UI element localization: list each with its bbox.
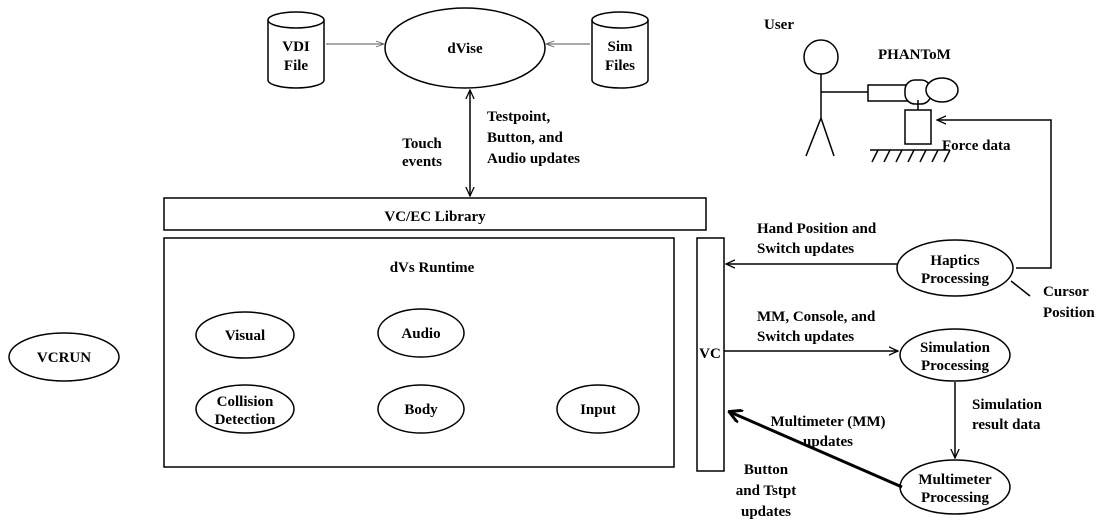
input-label: Input (580, 402, 616, 418)
force-data-label: Force data (942, 138, 1011, 154)
audio-node: Audio (377, 308, 465, 358)
cursor-position-label-2: Position (1043, 305, 1095, 321)
cursor-position-label-1: Cursor (1043, 284, 1089, 300)
testpoint-label-3: Audio updates (487, 151, 580, 167)
multimeter-label-2: Processing (921, 490, 990, 506)
vc-ec-library-bar: VC/EC Library (163, 197, 707, 231)
user-figure: User (764, 17, 868, 157)
collision-label-1: Collision (217, 394, 274, 410)
hand-position-label-2: Switch updates (757, 241, 854, 257)
multimeter-processing-node: Multimeter Processing (899, 459, 1011, 515)
button-tstpt-label-3: updates (741, 504, 791, 520)
vc-ec-library-label: VC/EC Library (384, 209, 486, 225)
simulation-processing-node: Simulation Processing (899, 328, 1011, 382)
vc-bar: VC (696, 237, 725, 472)
cursor-position-line (1010, 280, 1031, 297)
testpoint-label-2: Button, and (487, 130, 564, 146)
multimeter-to-vc-arrow (730, 412, 903, 489)
button-tstpt-label-1: Button (744, 462, 789, 478)
sim-files-label-1: Sim (607, 39, 633, 55)
hand-position-label-1: Hand Position and (757, 221, 877, 237)
visual-label: Visual (225, 328, 265, 344)
phantom-label: PHANToM (878, 47, 951, 63)
touch-events-label-1: Touch (402, 136, 442, 152)
force-data-arrow (937, 120, 1052, 269)
user-label: User (764, 17, 794, 33)
vcrun-node: VCRUN (8, 332, 120, 382)
haptics-processing-node: Haptics Processing (896, 239, 1014, 297)
multimeter-updates-label-1: Multimeter (MM) (770, 414, 885, 430)
collision-label-2: Detection (215, 412, 276, 428)
phantom-device (867, 77, 959, 163)
body-node: Body (377, 384, 465, 434)
vdi-file-label-1: VDI (282, 39, 310, 55)
vdi-file-label-2: File (284, 58, 308, 74)
testpoint-label-1: Testpoint, (487, 109, 550, 125)
body-label: Body (404, 402, 438, 418)
haptics-label-2: Processing (921, 271, 990, 287)
dvs-runtime-label: dVs Runtime (390, 260, 475, 276)
touch-events-label-2: events (402, 154, 442, 170)
simulation-label-1: Simulation (920, 340, 991, 356)
multimeter-updates-label-2: updates (803, 434, 853, 450)
dvise-label: dVise (447, 41, 483, 57)
visual-node: Visual (195, 311, 295, 359)
mm-console-label-1: MM, Console, and (757, 309, 876, 325)
vdi-file-cylinder: VDI File (267, 11, 325, 89)
mm-console-label-2: Switch updates (757, 329, 854, 345)
button-tstpt-label-2: and Tstpt (736, 483, 796, 499)
simulation-label-2: Processing (921, 358, 990, 374)
sim-files-cylinder: Sim Files (591, 11, 649, 89)
dvise-node: dVise (384, 7, 546, 89)
input-node: Input (556, 384, 640, 434)
vc-label: VC (699, 346, 721, 362)
simulation-result-label-2: result data (972, 417, 1041, 433)
collision-detection-node: Collision Detection (195, 384, 295, 434)
simulation-result-label-1: Simulation (972, 397, 1043, 413)
sim-files-label-2: Files (605, 58, 635, 74)
multimeter-label-1: Multimeter (918, 472, 992, 488)
audio-label: Audio (401, 326, 440, 342)
vcrun-label: VCRUN (37, 350, 91, 366)
haptics-label-1: Haptics (930, 253, 979, 269)
